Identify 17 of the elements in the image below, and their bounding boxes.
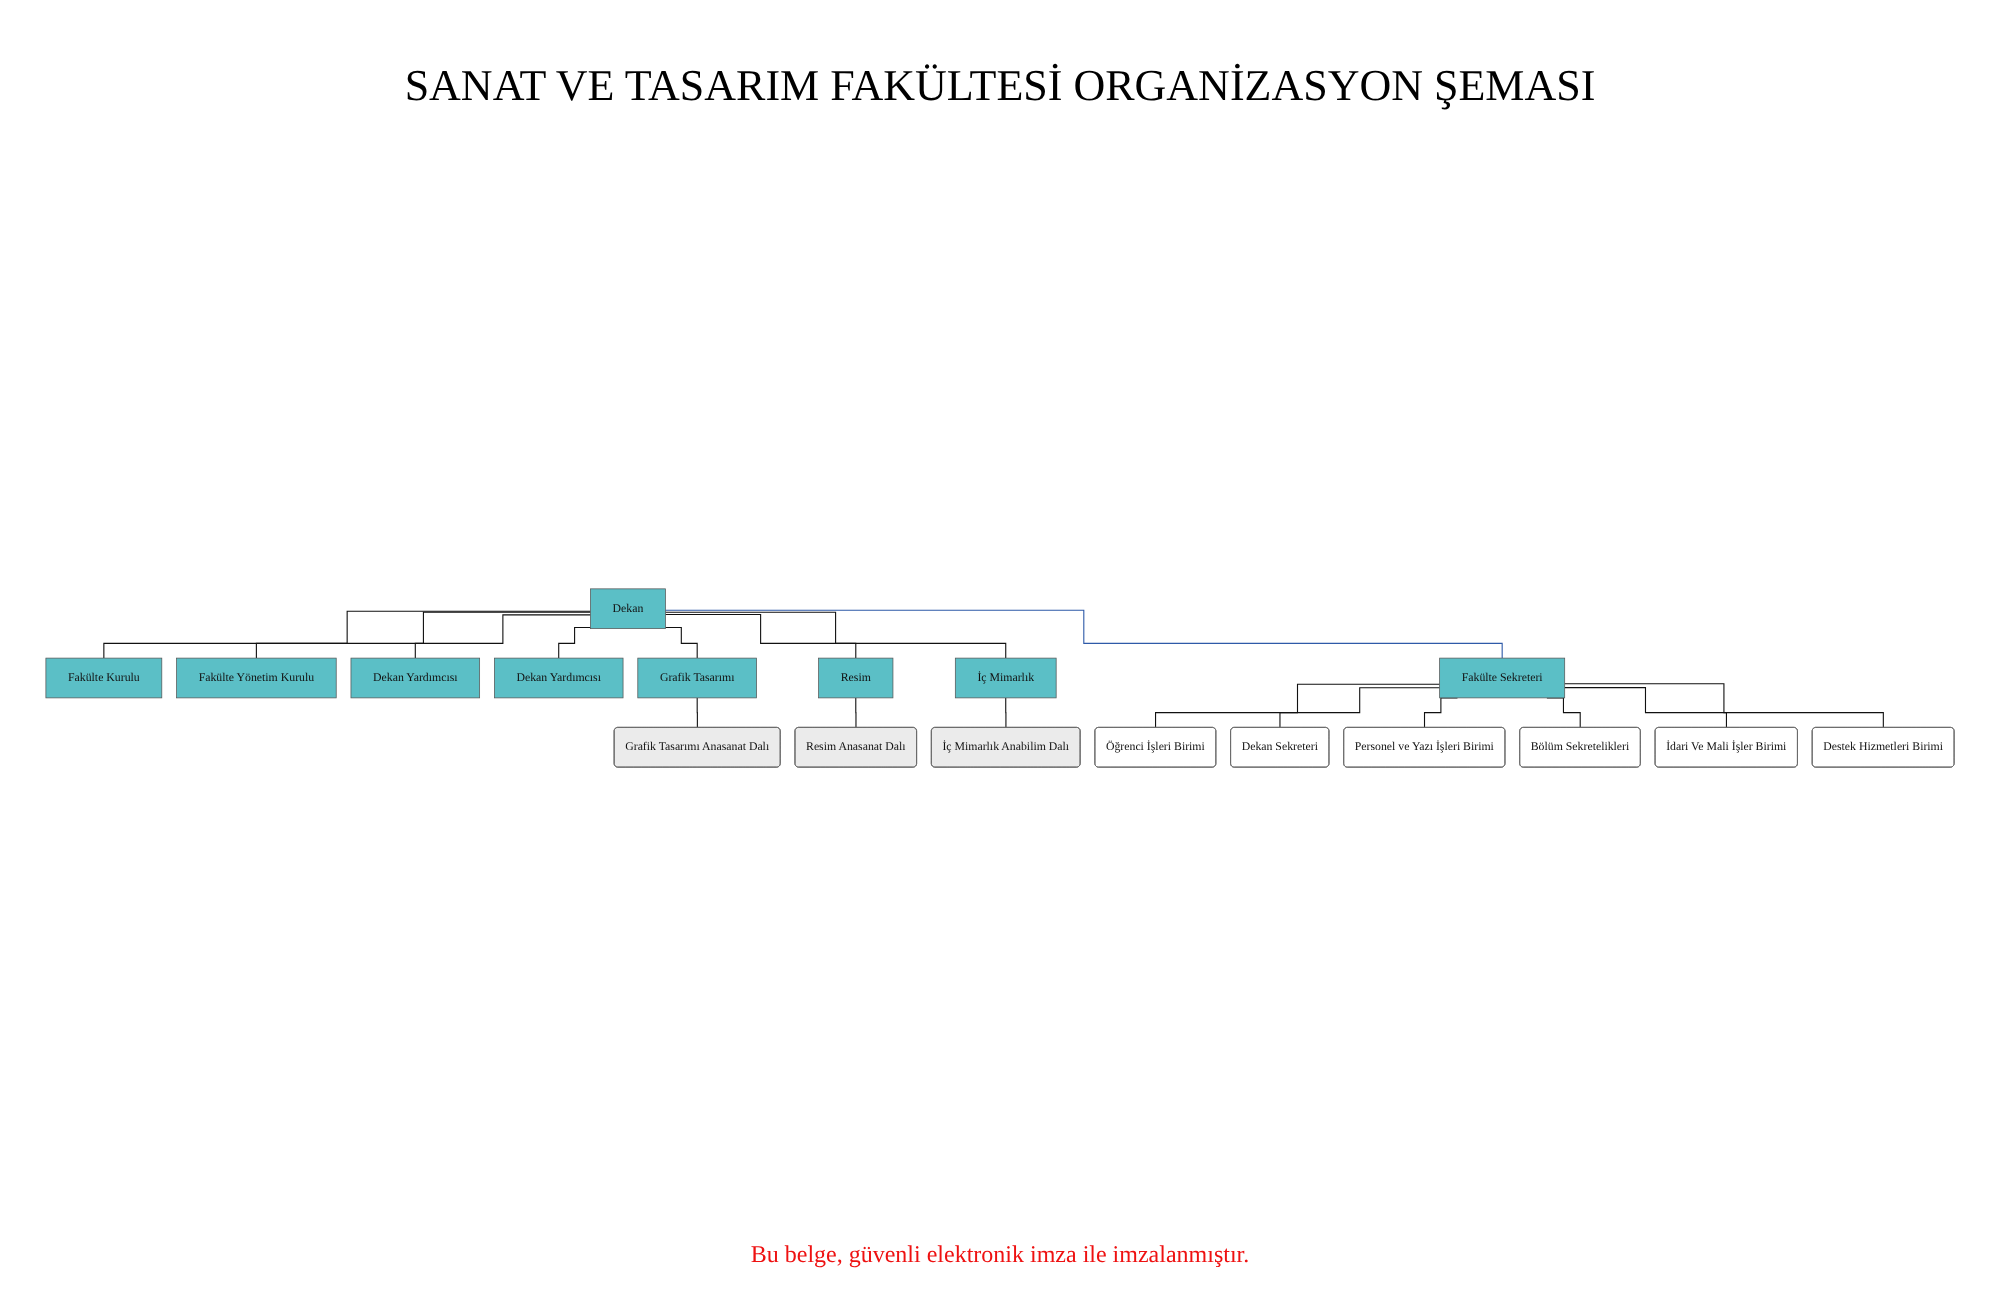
connector [1155,683,1441,729]
signature-note: Bu belge, güvenli elektronik imza ile imzalanmıştır. [750,1240,1250,1270]
connector [103,610,591,659]
connector [1279,687,1441,729]
connector [558,626,591,659]
connector [855,697,857,729]
title: SANAT VE TASARIM FAKÜLTESİ ORGANİZASYON ŞEMASI [404,60,1596,112]
connector [1564,687,1728,729]
connector [696,697,699,729]
connector [664,611,1007,659]
connector [664,609,1503,659]
connector [255,611,591,659]
connector [1564,683,1885,729]
connector [414,614,591,659]
connector [664,613,857,659]
connector [1005,697,1007,729]
connector [664,626,698,659]
